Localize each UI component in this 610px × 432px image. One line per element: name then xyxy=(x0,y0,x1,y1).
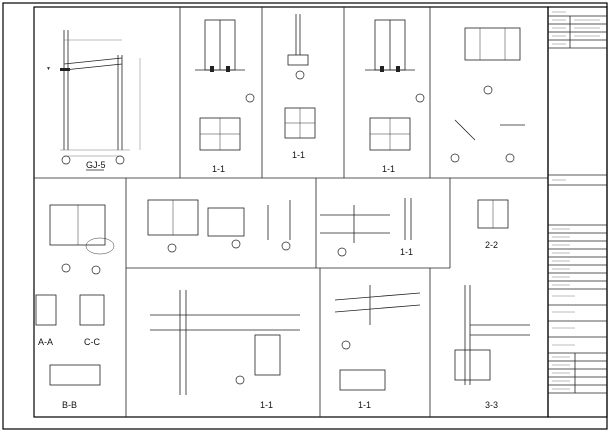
title-block xyxy=(547,6,608,418)
section-label-cc: C-C xyxy=(84,337,100,347)
svg-text:▼: ▼ xyxy=(46,66,51,72)
base-detail-panel-4: 1-1 xyxy=(365,19,425,174)
detail-panel-middle xyxy=(147,199,291,253)
beam-splice-panel: 1-1 xyxy=(320,198,413,257)
section-label-6: 1-1 xyxy=(260,400,273,410)
section-label-2: 1-1 xyxy=(292,150,305,160)
panel-grid xyxy=(34,7,548,417)
drawing-area-border xyxy=(33,6,549,418)
beam-column-joint-panel: 1-1 xyxy=(150,290,300,410)
gj5-title: GJ-5 xyxy=(86,160,106,170)
detail-panel-left: A-A C-C B-B xyxy=(35,204,115,410)
section-2-2-panel: 2-2 xyxy=(477,199,509,250)
section-label-3: 1-1 xyxy=(382,164,395,174)
section-label-1: 1-1 xyxy=(212,164,225,174)
base-detail-panel-2: 1-1 xyxy=(195,19,255,174)
gj5-frame-elevation: ▼ GJ-5 xyxy=(46,30,141,171)
section-label-8: 1-1 xyxy=(358,400,371,410)
beam-splice-detail-panel: 1-1 xyxy=(334,285,421,410)
section-3-3-panel: 3-3 xyxy=(454,285,530,410)
section-label-7: 3-3 xyxy=(485,400,498,410)
base-detail-panel-3: 1-1 xyxy=(284,14,316,160)
section-label-aa: A-A xyxy=(38,337,53,347)
section-label-bb: B-B xyxy=(62,400,77,410)
section-label-4: 2-2 xyxy=(485,240,498,250)
connection-detail-panel-5 xyxy=(450,27,525,163)
section-label-5: 1-1 xyxy=(400,247,413,257)
